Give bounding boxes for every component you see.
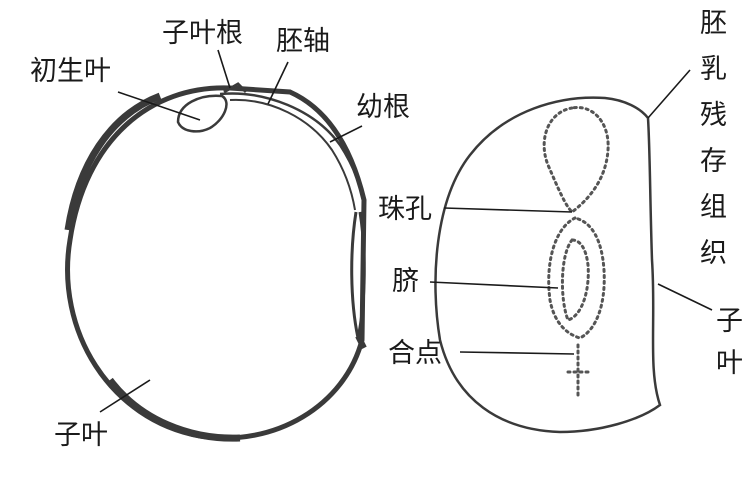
- lower-dotted-tail: [566, 343, 592, 397]
- hypocotyl-inner-line: [229, 98, 356, 211]
- upper-dotted-cavity: [542, 105, 610, 214]
- leader-primary-leaf: [117, 91, 201, 121]
- primary-leaf-shape: [176, 94, 228, 133]
- inner-dotted-cavity: [560, 238, 590, 322]
- cotyledon-root-tip: [223, 82, 248, 94]
- label-endosperm-remnant-6: 织: [700, 238, 727, 269]
- label-endosperm-remnant-3: 残: [700, 100, 727, 131]
- leader-cotyledon-root: [217, 49, 231, 89]
- chalaza-mark: [355, 334, 367, 350]
- label-cotyledon-root: 子叶根: [162, 18, 243, 49]
- lower-dotted-cavity: [547, 216, 606, 340]
- endosperm-drawing: [434, 96, 662, 434]
- endosperm-outline: [434, 96, 662, 434]
- label-hilum: 脐: [392, 266, 419, 297]
- label-endosperm-remnant-2: 乳: [700, 54, 727, 85]
- leader-cotyledon-left: [99, 379, 151, 413]
- label-cotyledon-left: 子叶: [54, 420, 108, 451]
- leader-micropyle: [443, 207, 573, 213]
- label-cotyledon-right-2: 叶: [716, 348, 743, 379]
- cotyledon-thick-edge: [64, 92, 162, 231]
- cotyledon-thick-bottom: [107, 377, 241, 442]
- leader-hypocotyl: [267, 61, 289, 105]
- label-endosperm-remnant-1: 胚: [700, 8, 727, 39]
- leader-hilum: [429, 281, 559, 289]
- leader-radicle: [329, 125, 363, 143]
- label-hypocotyl: 胚轴: [276, 26, 330, 57]
- label-chalaza: 合点: [388, 338, 442, 369]
- label-primary-leaf: 初生叶: [30, 56, 111, 87]
- labels: 子叶根 胚轴 初生叶 幼根 珠孔 脐 合点 子叶 胚 乳 残 存 组 织 子 叶: [30, 8, 743, 451]
- leader-lines: [99, 49, 713, 413]
- leader-cotyledon-right: [657, 283, 713, 311]
- leader-chalaza: [459, 351, 575, 355]
- label-cotyledon-right-1: 子: [716, 306, 743, 337]
- label-endosperm-remnant-5: 组: [700, 192, 727, 223]
- label-radicle: 幼根: [356, 92, 410, 123]
- label-endosperm-remnant-4: 存: [700, 146, 727, 177]
- leader-endosperm-remnant: [647, 69, 691, 119]
- embryo-drawing: [64, 82, 367, 442]
- label-micropyle: 珠孔: [378, 194, 432, 225]
- hypocotyl-radicle-band: [219, 92, 366, 206]
